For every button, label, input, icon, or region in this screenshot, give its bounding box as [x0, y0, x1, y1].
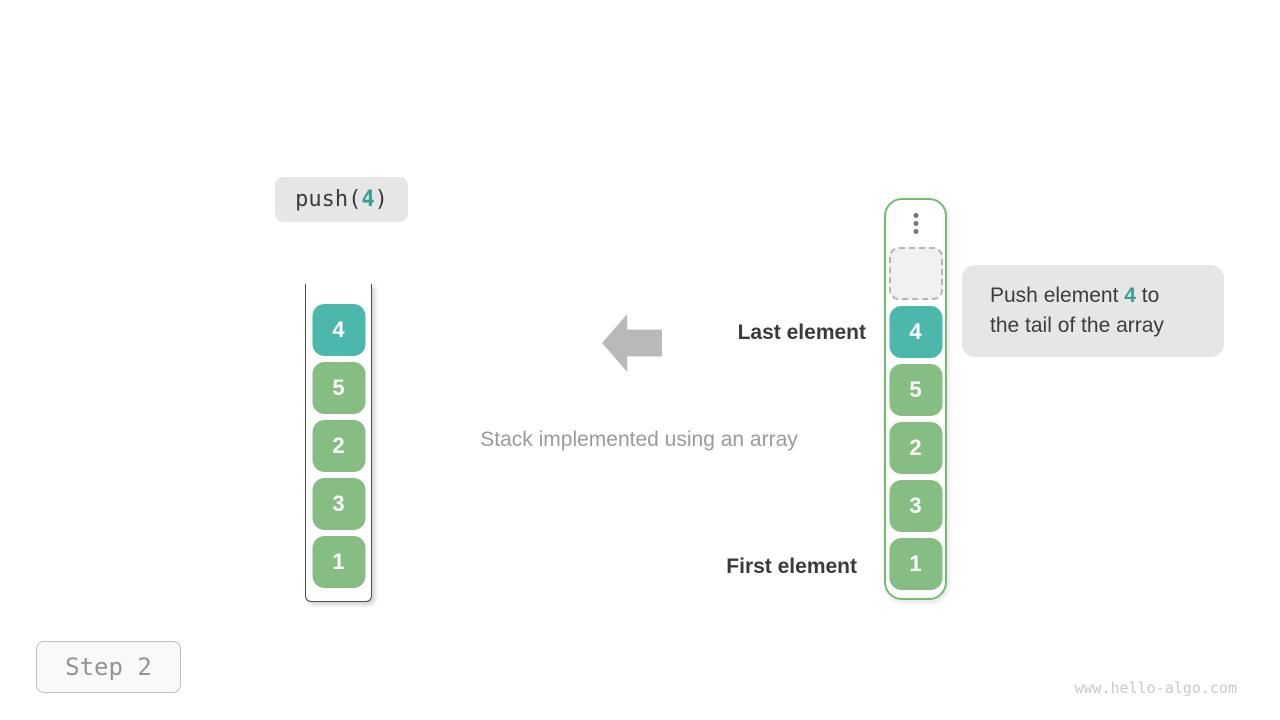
stack-element: 1	[312, 536, 365, 588]
step-badge: Step 2	[36, 641, 181, 693]
tooltip-text-after: to	[1135, 284, 1160, 307]
stack-element: 4	[889, 306, 942, 358]
stack-element: 5	[889, 364, 942, 416]
push-tooltip: Push element 4 to the tail of the array	[962, 265, 1224, 357]
stack-element: 2	[312, 420, 365, 472]
push-code-prefix: push(	[295, 187, 362, 212]
stack-element: 1	[889, 538, 942, 590]
tooltip-text-before: Push element	[990, 284, 1125, 307]
tooltip-value: 4	[1124, 284, 1136, 307]
stack-element: 3	[312, 478, 365, 530]
stack-element: 2	[889, 422, 942, 474]
tooltip-line-1: Push element 4 to	[990, 281, 1224, 311]
left-arrow-icon	[602, 314, 662, 372]
stack-element: 5	[312, 362, 365, 414]
diagram-caption: Stack implemented using an array	[480, 428, 798, 451]
empty-array-slot	[888, 247, 943, 300]
last-element-label: Last element	[737, 321, 866, 344]
vertical-ellipsis-icon	[913, 213, 918, 234]
tooltip-line-2: the tail of the array	[990, 314, 1164, 337]
stack-element: 3	[889, 480, 942, 532]
push-code-suffix: )	[374, 187, 388, 212]
push-operation-badge: push(4)	[275, 177, 408, 222]
stack-element: 4	[312, 304, 365, 356]
first-element-label: First element	[726, 555, 857, 578]
push-code-value: 4	[361, 187, 375, 212]
stack-container-after: 4 5 2 3 1	[884, 198, 947, 600]
stack-container-before: 4 5 2 3 1	[305, 284, 372, 602]
watermark: www.hello-algo.com	[1074, 679, 1237, 697]
